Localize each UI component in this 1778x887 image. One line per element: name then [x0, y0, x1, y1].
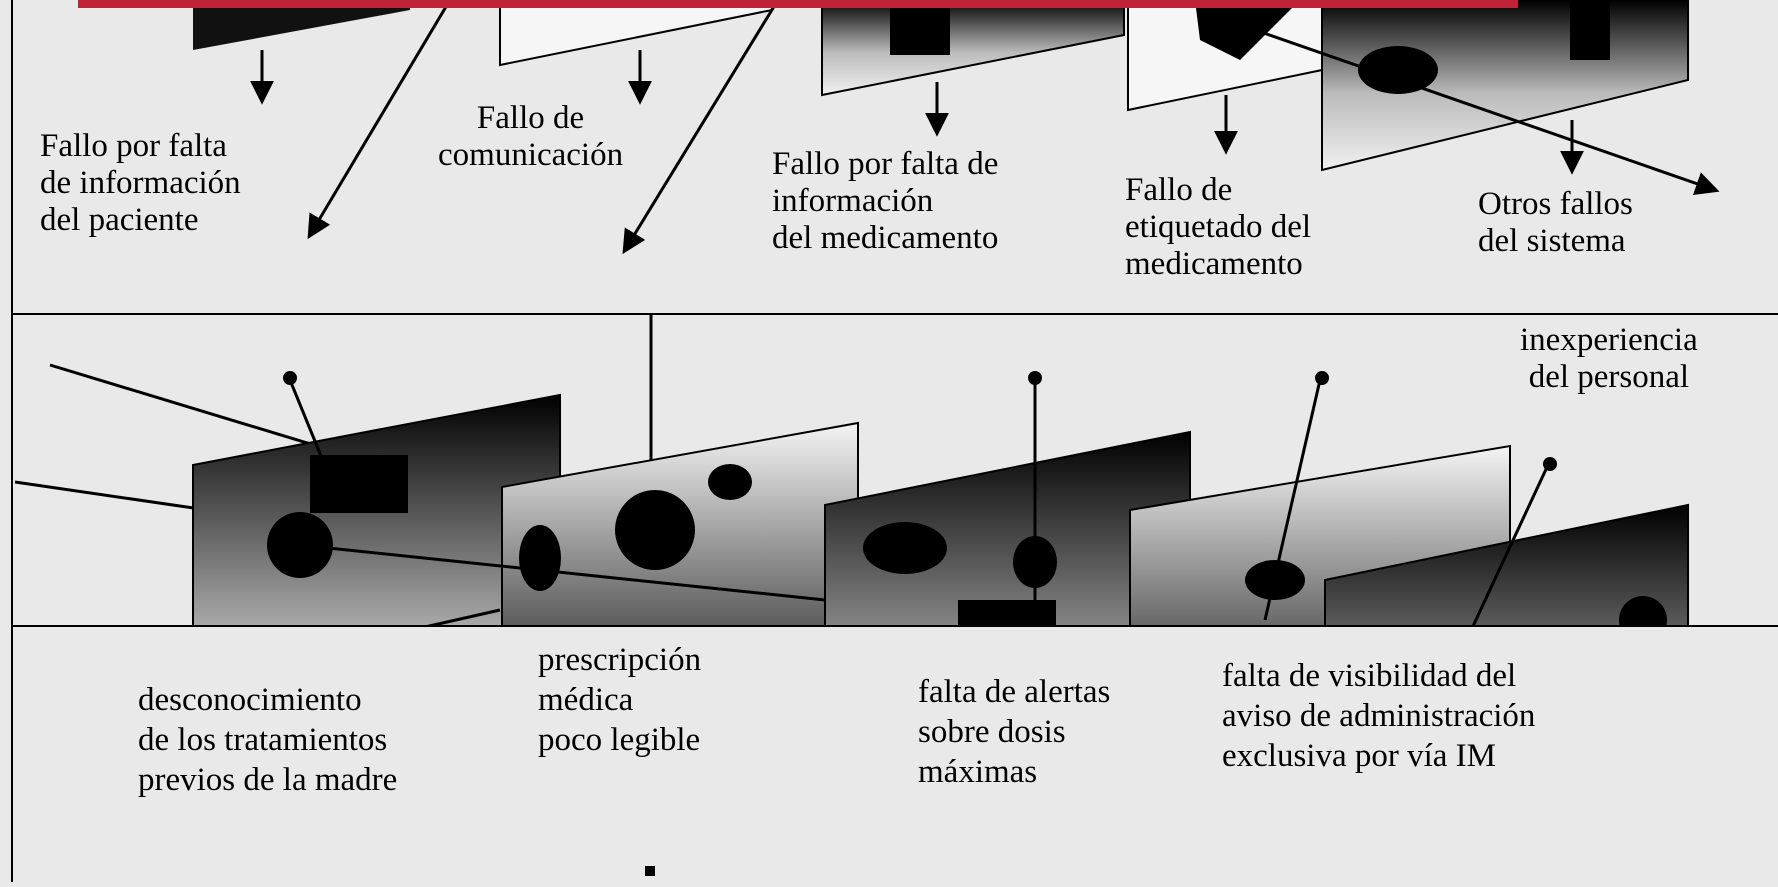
slice-a-hole-1 — [310, 455, 408, 513]
label-labeling-failure: Fallo de etiquetado del medicamento — [1125, 172, 1312, 282]
slice-2 — [499, 0, 773, 67]
slice-b-hole-3 — [708, 464, 752, 500]
panel1-slices — [193, 0, 1689, 172]
slice-1 — [193, 0, 410, 50]
panel1-arrows — [250, 0, 1720, 255]
slice-4-hole — [1195, 0, 1300, 60]
label-communication-failure: Fallo de comunicación — [438, 100, 624, 173]
accent-bar — [78, 0, 1518, 8]
small-marker — [645, 866, 655, 876]
label-staff-inexperience: inexperiencia del personal — [1520, 322, 1698, 395]
slice-c-hole-1 — [863, 522, 947, 574]
label-no-max-dose-alerts: falta de alertas sobre dosis máximas — [918, 674, 1111, 790]
label-other-system-failures: Otros fallos del sistema — [1478, 186, 1633, 259]
label-patient-info-failure: Fallo por falta de información del pacie… — [40, 128, 241, 238]
label-illegible-prescription: prescripción médica poco legible — [538, 642, 702, 758]
label-im-route-visibility: falta de visibilidad del aviso de admini… — [1222, 658, 1536, 774]
slice-3-hole — [890, 0, 950, 55]
label-drug-info-failure: Fallo por falta de información del medic… — [772, 146, 999, 256]
label-unknown-prior-treatments: desconocimiento de los tratamientos prev… — [138, 682, 398, 798]
slice-b-hole-2 — [519, 525, 561, 591]
slice-5-hole-2 — [1570, 0, 1610, 60]
slice-5-hole — [1358, 46, 1438, 94]
slice-b-hole-1 — [615, 490, 695, 570]
slice-3 — [821, 0, 1125, 97]
